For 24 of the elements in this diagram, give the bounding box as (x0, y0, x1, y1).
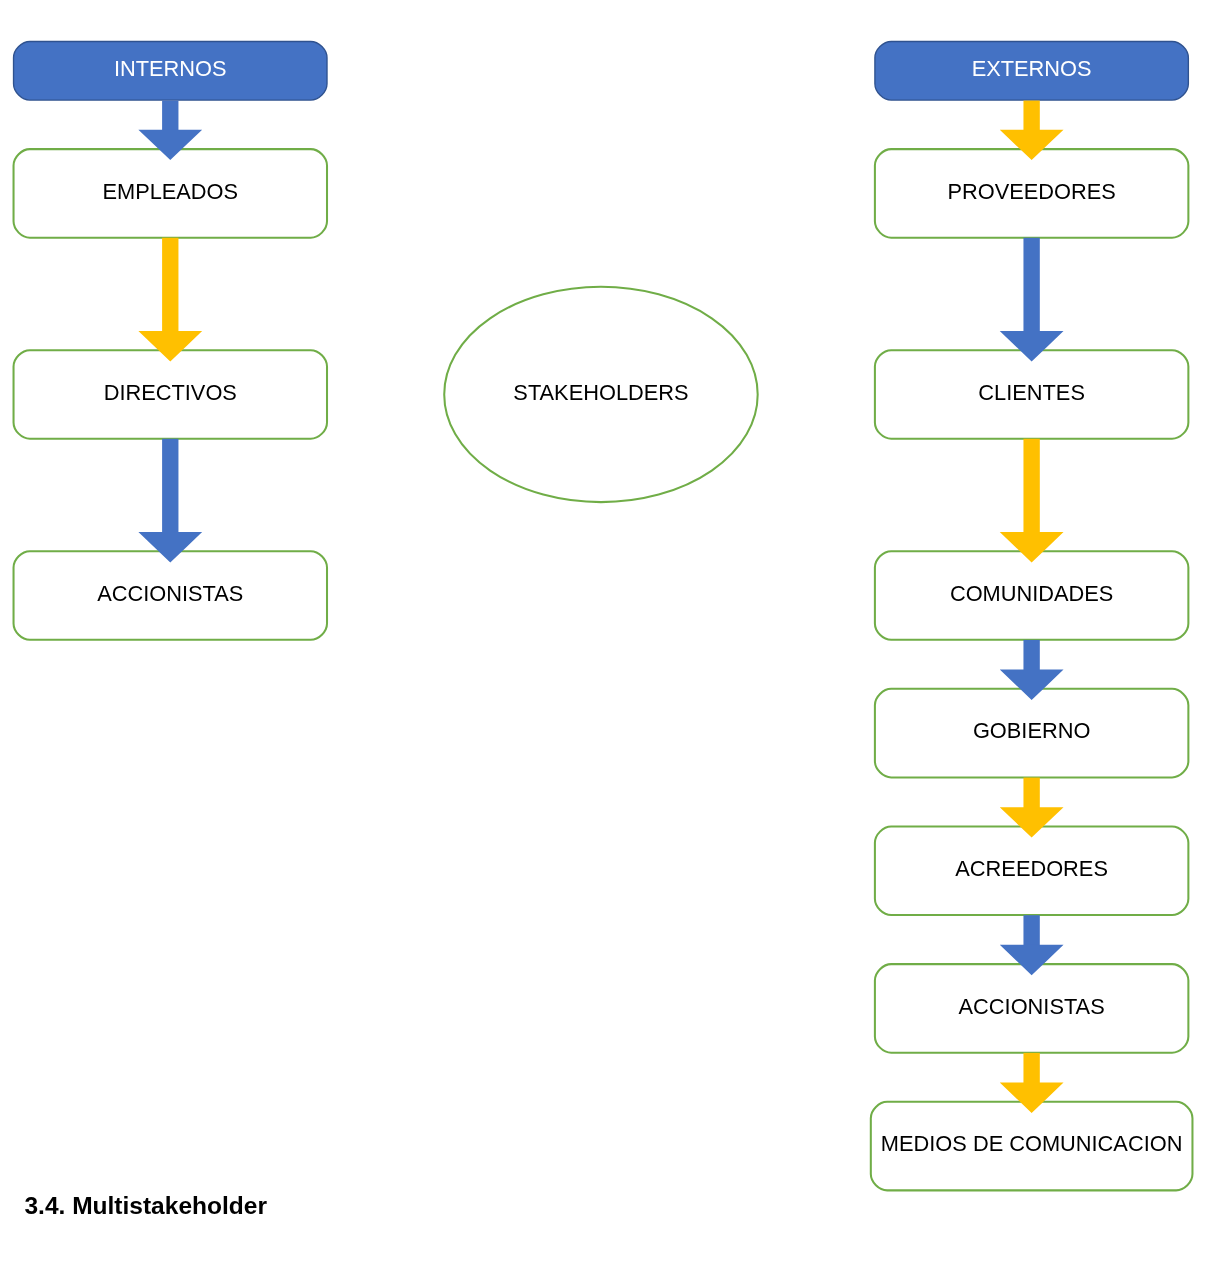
node-box: ACCIONISTAS (12, 550, 329, 641)
node-box: PROVEEDORES (873, 148, 1190, 239)
node-box: GOBIERNO (873, 687, 1190, 779)
caption: 3.4. Multistakeholder (24, 1192, 267, 1220)
arrow (999, 438, 1064, 563)
node-box: MEDIOS DE COMUNICACION (869, 1100, 1194, 1192)
node-box: EXTERNOS (874, 40, 1190, 101)
node-box: ACCIONISTAS (873, 963, 1190, 1054)
node-box: ACREEDORES (873, 825, 1190, 917)
node-box: EMPLEADOS (12, 148, 329, 239)
arrow (138, 100, 203, 161)
node-ellipse: STAKEHOLDERS (443, 285, 759, 504)
node-box: INTERNOS (12, 40, 328, 101)
arrow (138, 438, 203, 563)
node-box: CLIENTES (873, 349, 1190, 440)
arrow (138, 237, 203, 362)
arrow (999, 100, 1064, 161)
arrow (999, 777, 1064, 838)
arrow (999, 237, 1064, 362)
arrow (999, 1052, 1064, 1113)
arrow (999, 639, 1064, 700)
arrow (999, 915, 1064, 976)
node-box: COMUNIDADES (873, 550, 1190, 641)
node-box: DIRECTIVOS (12, 349, 329, 440)
